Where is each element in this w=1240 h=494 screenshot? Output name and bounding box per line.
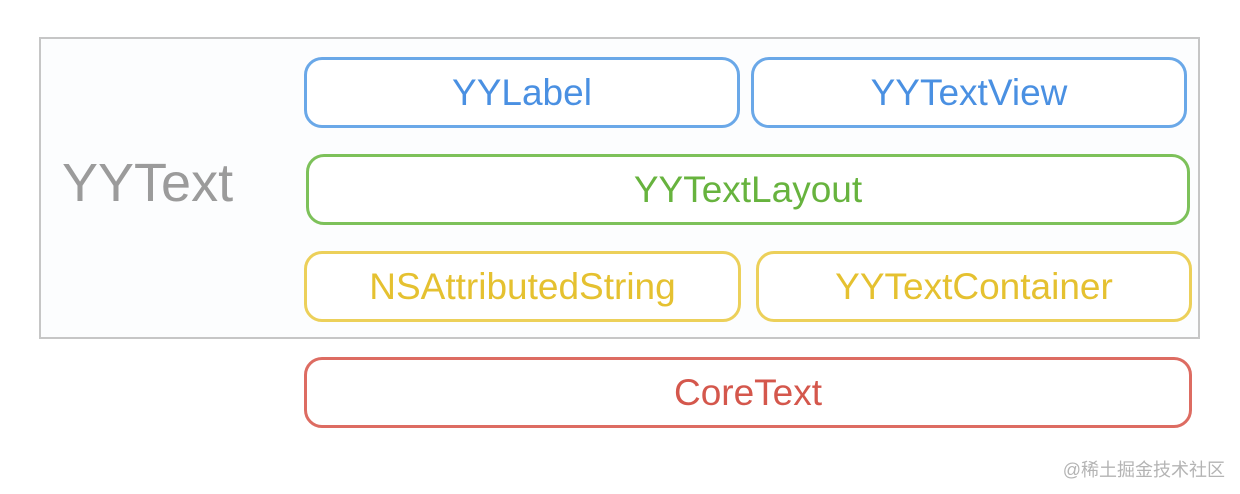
yytextcontainer-box: YYTextContainer	[756, 251, 1192, 322]
coretext-box: CoreText	[304, 357, 1192, 428]
yylabel-box: YYLabel	[304, 57, 740, 128]
yytextlayout-box: YYTextLayout	[306, 154, 1190, 225]
yytextview-box: YYTextView	[751, 57, 1187, 128]
yytext-group-label: YYText	[62, 153, 234, 213]
nsattributedstring-box: NSAttributedString	[304, 251, 741, 322]
watermark-text: @稀土掘金技术社区	[1062, 460, 1225, 480]
